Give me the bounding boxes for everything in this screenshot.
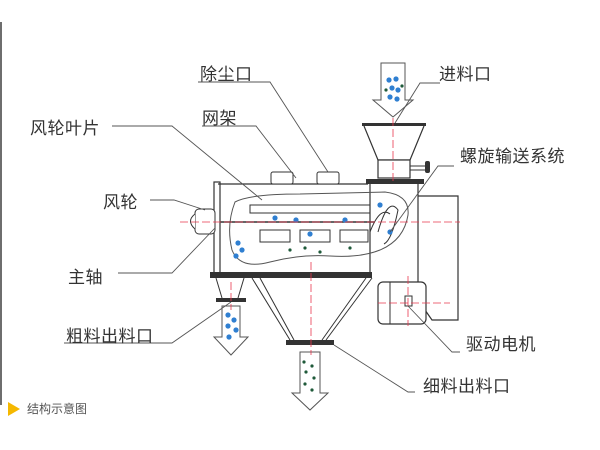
diagram-caption: 结构示意图 (8, 400, 87, 417)
centerlines (180, 118, 460, 355)
inlet-hopper (362, 123, 430, 179)
fine-outlet-funnel (251, 277, 373, 411)
left-border-line (0, 22, 2, 405)
caption-triangle-icon (8, 401, 20, 416)
screen-chamber (220, 191, 409, 265)
caption-text: 结构示意图 (27, 402, 88, 416)
leader-lines (64, 81, 460, 393)
label-fan-blade: 风轮叶片 (30, 119, 100, 139)
label-coarse-outlet: 粗料出料口 (66, 327, 154, 347)
label-inlet: 进料口 (439, 65, 492, 85)
label-fan-wheel: 风轮 (103, 193, 138, 213)
label-screen-frame: 网架 (202, 109, 237, 129)
label-fine-outlet: 细料出料口 (423, 377, 511, 397)
label-main-shaft: 主轴 (68, 268, 103, 288)
label-dust-outlet: 除尘口 (200, 65, 253, 85)
label-drive-motor: 驱动电机 (466, 335, 536, 355)
inlet-arrow (371, 62, 415, 118)
label-screw-conveyor: 螺旋输送系统 (460, 147, 565, 167)
